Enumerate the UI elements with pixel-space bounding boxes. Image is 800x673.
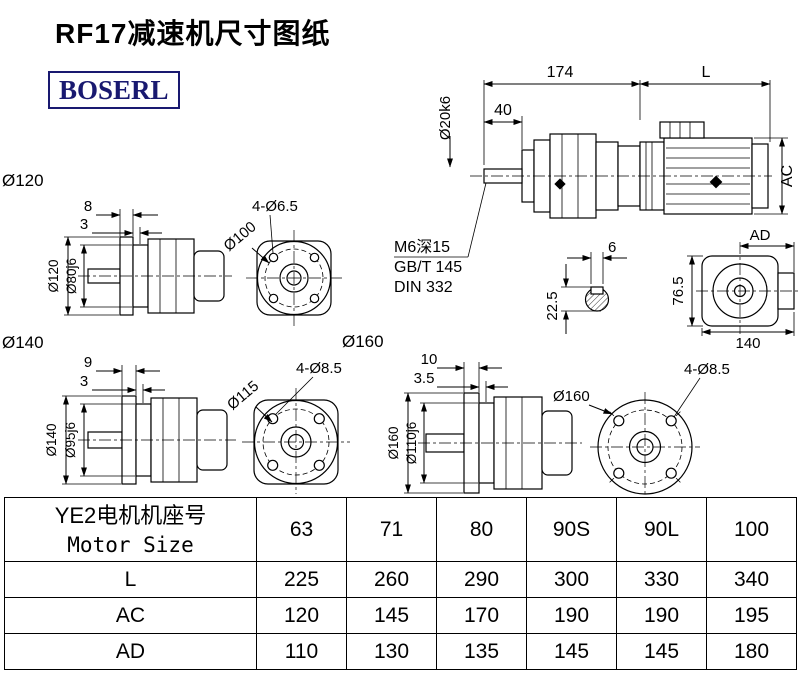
dim-label-L: L — [702, 64, 711, 81]
dim-label-174: 174 — [547, 64, 574, 81]
dim-label-holes-140: 4-Ø8.5 — [296, 360, 342, 377]
dim-label-3: 3 — [80, 216, 88, 233]
dim-label-boltcircle-160: Ø160 — [553, 388, 590, 405]
table-cell: 110 — [256, 633, 347, 670]
dim-label-140: 140 — [735, 335, 760, 352]
page-title: RF17减速机尺寸图纸 — [55, 18, 331, 49]
table-cell: 340 — [706, 561, 797, 598]
shaft-key-section-view: 6 22.5 — [544, 239, 627, 334]
table-cell: 290 — [436, 561, 527, 598]
dim-label-AD: AD — [750, 227, 771, 244]
dim-label-8: 8 — [84, 198, 92, 215]
dim-label-holes-160: 4-Ø8.5 — [684, 361, 730, 378]
table-row-AD: AD 110 130 135 145 145 180 — [4, 633, 797, 670]
dim-label-holes-120: 4-Ø6.5 — [252, 198, 298, 215]
table-row-AC: AC 120 145 170 190 190 195 — [4, 597, 797, 634]
main-gearmotor-view: 174 L 40 Ø20k6 AC M6深15 GB/T 145 DIN 332 — [394, 64, 796, 296]
dim-label-40: 40 — [494, 102, 512, 119]
dim-label-d80j6: Ø80j6 — [64, 258, 79, 294]
motor-size-header-cn: YE2电机机座号 — [54, 502, 207, 528]
dimension-table: YE2电机机座号 Motor Size 63 71 80 90S 90L 100… — [4, 497, 797, 670]
flange-140-label: Ø140 — [2, 333, 44, 352]
row-label: AC — [4, 597, 257, 634]
table-cell: 145 — [526, 633, 617, 670]
row-label: L — [4, 561, 257, 598]
note-std1: GB/T 145 — [394, 259, 462, 276]
boserl-logo: BOSERL — [48, 71, 180, 109]
dim-label-76-5: 76.5 — [670, 276, 687, 305]
ad-flange-view: AD 76.5 140 — [670, 227, 798, 352]
dim-label-d120: Ø120 — [46, 259, 61, 292]
row-label: AD — [4, 633, 257, 670]
flange-120-group: Ø120 8 3 Ø120 — [2, 171, 342, 326]
table-cell: 145 — [346, 597, 437, 634]
flange-160-group: Ø160 10 3.5 Ø160 — [342, 332, 730, 495]
flange-120-label: Ø120 — [2, 171, 44, 190]
table-cell: 180 — [706, 633, 797, 670]
size-column-header: 71 — [346, 497, 437, 562]
dim-label-d160: Ø160 — [386, 426, 401, 459]
dim-label-shaft-dia: Ø20k6 — [437, 96, 454, 140]
table-cell: 330 — [616, 561, 707, 598]
size-column-header: 100 — [706, 497, 797, 562]
table-cell: 120 — [256, 597, 347, 634]
dim-label-d140: Ø140 — [44, 423, 59, 456]
size-column-header: 90L — [616, 497, 707, 562]
table-cell: 225 — [256, 561, 347, 598]
table-cell: 170 — [436, 597, 527, 634]
note-std2: DIN 332 — [394, 279, 453, 296]
flange-160-label: Ø160 — [342, 332, 384, 351]
dim-label-d110j6: Ø110j6 — [404, 422, 419, 465]
flange-140-group: Ø140 9 3 Ø140 — [2, 333, 350, 494]
table-row-L: L 225 260 290 300 330 340 — [4, 561, 797, 598]
technical-drawing: 174 L 40 Ø20k6 AC M6深15 GB/T 145 DIN 332 — [2, 64, 798, 495]
table-cell: 135 — [436, 633, 527, 670]
table-cell: 190 — [526, 597, 617, 634]
dim-label-d95j6: Ø95j6 — [63, 422, 78, 458]
table-cell: 195 — [706, 597, 797, 634]
dim-label-AC: AC — [779, 165, 796, 187]
dim-label-10: 10 — [421, 351, 438, 368]
table-cell: 260 — [346, 561, 437, 598]
size-column-header: 90S — [526, 497, 617, 562]
motor-size-header: YE2电机机座号 Motor Size — [4, 497, 257, 562]
dim-label-key-width: 6 — [608, 239, 616, 256]
size-column-header: 80 — [436, 497, 527, 562]
table-cell: 130 — [346, 633, 437, 670]
dim-label-3b: 3 — [80, 373, 88, 390]
dim-label-key-depth: 22.5 — [544, 291, 561, 320]
size-column-header: 63 — [256, 497, 347, 562]
dim-label-3-5: 3.5 — [414, 370, 435, 387]
table-header-row: YE2电机机座号 Motor Size 63 71 80 90S 90L 100 — [4, 497, 797, 562]
table-cell: 300 — [526, 561, 617, 598]
note-tap: M6深15 — [394, 238, 450, 256]
table-cell: 190 — [616, 597, 707, 634]
motor-size-header-en: Motor Size — [67, 532, 194, 557]
dim-label-9: 9 — [84, 354, 92, 371]
table-cell: 145 — [616, 633, 707, 670]
